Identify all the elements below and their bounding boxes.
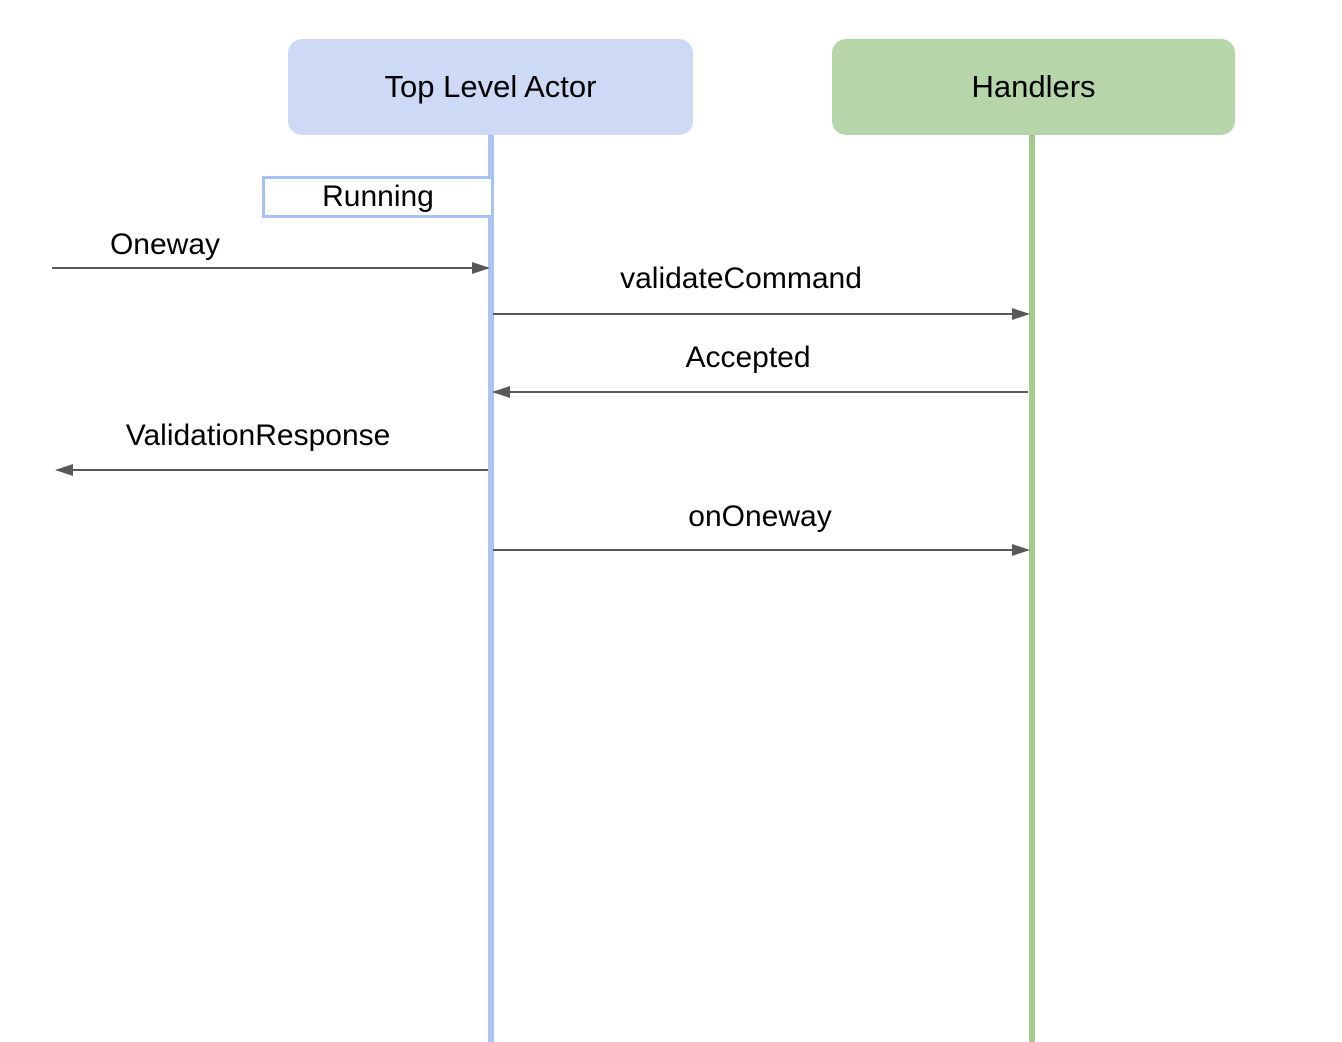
activation-label: Running: [322, 180, 434, 213]
message-arrow-ononeway: [493, 549, 1028, 551]
message-label-ononeway: onOneway: [688, 500, 832, 533]
arrowhead-left-icon: [492, 386, 510, 398]
message-arrow-accepted: [494, 391, 1028, 393]
message-arrow-validationresponse: [57, 469, 488, 471]
actor-box-top-level-actor: Top Level Actor: [288, 39, 693, 135]
actor-box-handlers: Handlers: [832, 39, 1235, 135]
arrowhead-right-icon: [472, 262, 490, 274]
message-label-accepted: Accepted: [685, 341, 811, 374]
arrowhead-right-icon: [1012, 544, 1030, 556]
message-label-oneway: Oneway: [109, 228, 221, 261]
arrowhead-right-icon: [1012, 308, 1030, 320]
arrowhead-left-icon: [55, 464, 73, 476]
message-arrow-validatecommand: [493, 313, 1028, 315]
lifeline-top-level-actor: [488, 135, 494, 1042]
message-arrow-oneway: [52, 267, 488, 269]
message-label-validatecommand: validateCommand: [620, 262, 862, 295]
actor-label-handlers: Handlers: [971, 69, 1096, 104]
lifeline-handlers: [1029, 135, 1035, 1042]
actor-label-top-level-actor: Top Level Actor: [384, 69, 597, 104]
activation-box-running: Running: [262, 176, 494, 218]
message-label-validationresponse: ValidationResponse: [125, 419, 391, 452]
